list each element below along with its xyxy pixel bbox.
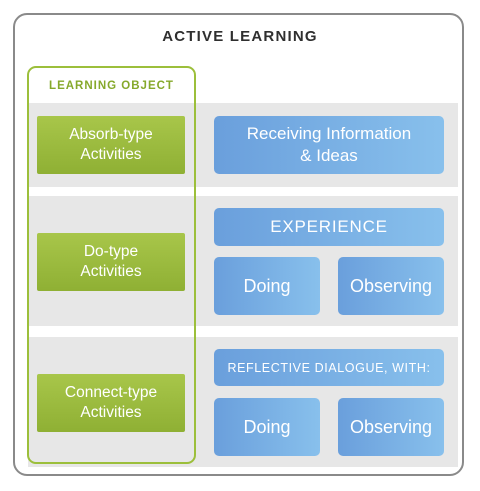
experience-box: EXPERIENCE bbox=[214, 208, 444, 246]
dialogue-doing-box: Doing bbox=[214, 398, 320, 456]
connect-type-label: Connect-type bbox=[64, 384, 158, 401]
reflective-dialogue-box: REFLECTIVE DIALOGUE, WITH: bbox=[214, 349, 444, 386]
diagram-title: ACTIVE LEARNING bbox=[162, 28, 318, 45]
connect-type-activities-box: Connect-type Activities bbox=[37, 374, 185, 432]
do-type-activities-box: Do-type Activities bbox=[37, 233, 185, 291]
absorb-activities-label: Activities bbox=[80, 146, 142, 163]
connect-activities-label: Activities bbox=[80, 404, 142, 421]
learning-object-title: LEARNING OBJECT bbox=[49, 80, 174, 92]
do-activities-label: Activities bbox=[80, 263, 142, 280]
experience-observing-box: Observing bbox=[338, 257, 444, 315]
receiving-information-box: Receiving Information & Ideas bbox=[214, 116, 444, 174]
receiving-line1: Receiving Information bbox=[246, 124, 412, 143]
experience-doing-box: Doing bbox=[214, 257, 320, 315]
absorb-type-activities-box: Absorb-type Activities bbox=[37, 116, 185, 174]
dialogue-observing-box: Observing bbox=[338, 398, 444, 456]
learning-object-panel bbox=[27, 66, 196, 464]
do-type-label: Do-type bbox=[83, 243, 139, 260]
receiving-line2: & Ideas bbox=[300, 146, 358, 165]
absorb-type-label: Absorb-type bbox=[69, 126, 153, 143]
